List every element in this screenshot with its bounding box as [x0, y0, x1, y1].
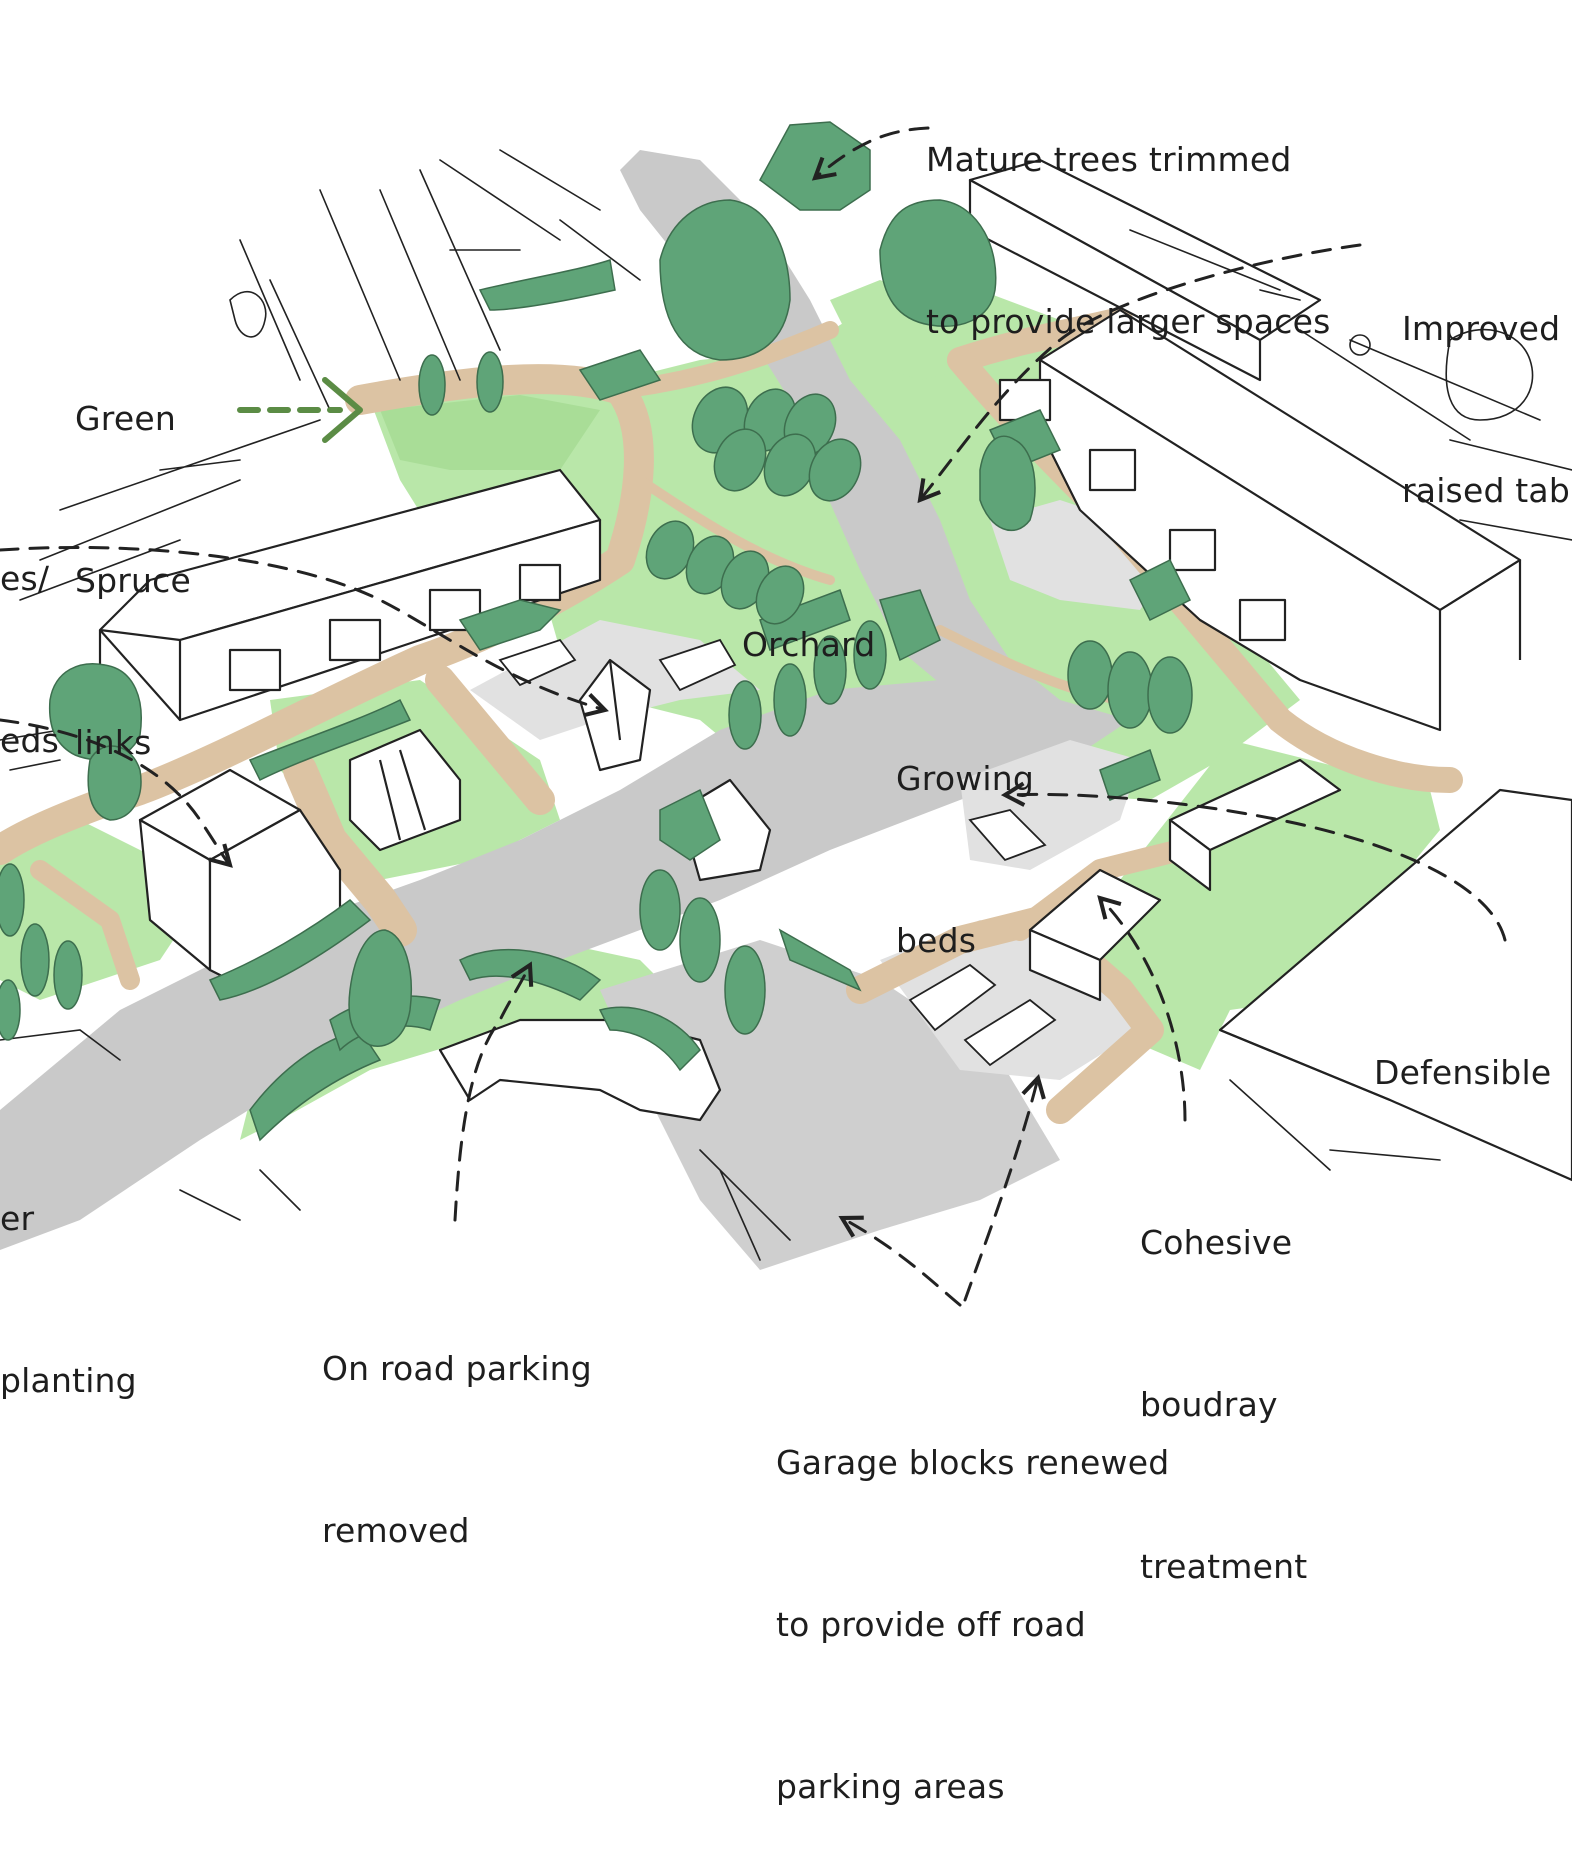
road-main	[0, 680, 1130, 1250]
label-line: Orchard	[742, 625, 876, 664]
label-defensible: Defensible	[1374, 938, 1551, 1154]
label-line: es/	[0, 559, 50, 598]
tree	[679, 897, 721, 983]
label-line: to provide larger spaces	[926, 302, 1331, 341]
label-growing-beds: Growing beds	[896, 644, 1034, 1022]
tree	[773, 663, 807, 737]
label-line: removed	[322, 1511, 470, 1550]
label-line: On road parking	[322, 1349, 592, 1388]
pavilion	[578, 658, 652, 772]
label-on-road: On road parking removed	[322, 1234, 592, 1612]
leader-arrows	[0, 126, 1507, 1307]
label-line: Spruce	[75, 561, 192, 600]
label-line: Garage blocks renewed	[776, 1443, 1170, 1482]
green-arrow	[237, 377, 363, 443]
trees	[0, 121, 1193, 1047]
tree	[0, 863, 25, 937]
label-cut-left-top: es/ eds	[0, 444, 59, 822]
tree	[53, 940, 83, 1010]
tree	[979, 435, 1036, 531]
label-line: parking areas	[776, 1767, 1005, 1806]
label-line: planting	[0, 1361, 137, 1400]
sketch-lines	[0, 149, 1572, 1261]
label-line: Green	[75, 399, 176, 438]
tree	[1107, 651, 1153, 729]
label-line: beds	[896, 921, 977, 960]
tree	[724, 945, 766, 1035]
tree	[759, 121, 871, 211]
road-parking-bottom	[600, 940, 1060, 1270]
label-line: Improved	[1402, 309, 1561, 348]
buildings-layer	[98, 158, 1572, 1182]
car	[908, 963, 997, 1032]
label-line: Defensible	[1374, 1053, 1552, 1092]
tree	[476, 351, 504, 413]
car	[968, 809, 1047, 862]
tree	[813, 635, 847, 705]
tree	[348, 929, 412, 1047]
car	[498, 638, 577, 687]
masterplan-sketch	[0, 121, 1572, 1307]
orchard-tree	[755, 565, 805, 625]
tree	[20, 923, 50, 997]
label-orchard: Orchard	[742, 510, 875, 726]
cars	[498, 638, 1057, 1067]
tree	[1147, 656, 1193, 734]
label-line: links	[75, 723, 152, 762]
label-improved: Improved raised tab	[1402, 194, 1570, 572]
label-mature-trees: Mature trees trimmed to provide larger s…	[926, 25, 1331, 403]
orchard-tree	[808, 438, 862, 502]
tree	[879, 199, 997, 327]
tree	[0, 979, 21, 1041]
hedges	[208, 259, 1192, 1142]
label-line: eds	[0, 721, 60, 760]
car	[963, 998, 1057, 1067]
tree	[728, 680, 762, 750]
label-line: boudray	[1140, 1385, 1278, 1424]
tree	[1067, 640, 1113, 710]
terrace-left-roof	[98, 468, 602, 642]
label-cut-left-bottom: er planting	[0, 1084, 137, 1462]
label-green-spruce: Green Spruce links	[75, 284, 191, 824]
tree	[87, 745, 142, 821]
grass-right	[1040, 740, 1440, 1070]
label-line: er	[0, 1199, 35, 1238]
label-line: Growing	[896, 759, 1035, 798]
label-line: to provide off road	[776, 1605, 1086, 1644]
label-line: Mature trees trimmed	[926, 140, 1292, 179]
orchard-tree	[713, 428, 767, 492]
label-line: raised tab	[1402, 471, 1570, 510]
tree	[639, 869, 681, 951]
car	[658, 638, 737, 692]
tree	[659, 199, 791, 361]
tree	[853, 620, 887, 690]
greenhouse	[348, 728, 462, 852]
tree	[418, 354, 446, 416]
label-line: Cohesive	[1140, 1223, 1293, 1262]
label-garage: Garage blocks renewed to provide off roa…	[776, 1328, 1169, 1868]
